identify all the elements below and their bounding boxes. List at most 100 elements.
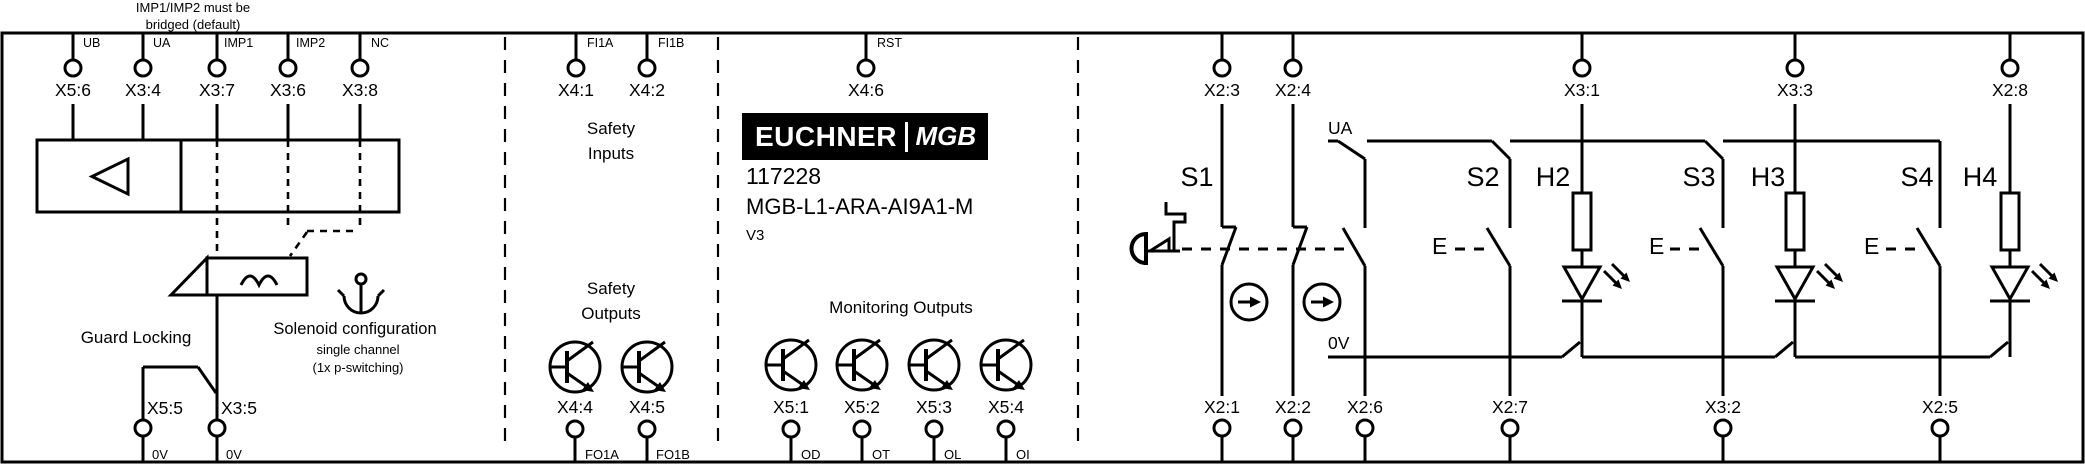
terminal-label-x4-6: X4:6	[848, 80, 884, 100]
terminal-label-x3-7: X3:7	[199, 80, 235, 100]
terminal-circle	[1283, 58, 1303, 78]
terminal-label-x5-1: X5:1	[773, 397, 809, 417]
resistor-icon	[1571, 191, 1593, 252]
terminal-circle	[133, 58, 153, 78]
door-actuator-icon	[1129, 202, 1187, 266]
terminal-circle	[1713, 418, 1733, 438]
signal-label-imp2: IMP2	[296, 36, 326, 50]
terminal-circle	[924, 419, 944, 439]
note-imp-bridge-line1: IMP1/IMP2 must be	[135, 0, 251, 15]
signal-label-rst: RST	[877, 36, 902, 50]
terminal-label-x2-2: X2:2	[1275, 397, 1311, 417]
terminal-label-x5-6: X5:6	[55, 80, 91, 100]
terminal-label-x3-5: X3:5	[221, 398, 257, 418]
terminal-label-x3-3: X3:3	[1777, 80, 1813, 100]
terminal-label-x3-4: X3:4	[125, 80, 161, 100]
logo-divider	[904, 121, 909, 152]
terminal-circle	[996, 419, 1016, 439]
signal-label-fo1b: FO1B	[656, 447, 690, 462]
terminal-circle	[1572, 58, 1592, 78]
monitoring-output-transistor-icons	[764, 338, 1033, 392]
switch-label-s1: S1	[1180, 162, 1214, 192]
flow-arrow-icons	[1229, 282, 1342, 322]
terminal-label-x5-4: X5:4	[988, 397, 1024, 417]
indicator-label-h3: H3	[1750, 162, 1786, 192]
escape-release-label-1: E	[1432, 233, 1448, 259]
escape-release-label-2: E	[1649, 233, 1665, 259]
terminal-circle	[207, 58, 227, 78]
indicator-label-h2: H2	[1535, 162, 1571, 192]
terminal-circle	[1355, 418, 1375, 438]
terminal-circle	[207, 418, 227, 438]
terminal-label-x2-1: X2:1	[1204, 397, 1240, 417]
signal-label-0v-1: 0V	[152, 447, 168, 462]
section-title-safety-inputs: Safety Inputs	[586, 119, 636, 163]
terminal-circle	[637, 419, 657, 439]
led-icon	[1989, 265, 2031, 303]
guard-locking-terminals-top	[63, 33, 370, 140]
zero-volt-rail	[1328, 340, 2009, 359]
terminal-circle	[1930, 418, 1950, 438]
door-circuit-bottom-terminals	[1212, 418, 1950, 462]
terminal-circle	[637, 58, 657, 78]
type-code: MGB-L1-ARA-AI9A1-M	[746, 194, 974, 219]
solenoid-icon	[167, 254, 309, 297]
resistor-icon	[1784, 191, 1806, 252]
escape-release-label-3: E	[1864, 233, 1880, 259]
signal-label-fo1a: FO1A	[585, 447, 619, 462]
terminal-label-x3-8: X3:8	[342, 80, 378, 100]
section-title-guard-locking: Guard Locking	[80, 328, 192, 347]
section-title-monitoring-outputs: Monitoring Outputs	[829, 298, 973, 317]
terminal-label-x2-4: X2:4	[1275, 80, 1311, 100]
solenoid-config-sub1: single channel	[316, 342, 400, 357]
signal-label-fi1a: FI1A	[587, 36, 614, 50]
indicator-h3-column	[1774, 191, 1843, 357]
terminal-circle	[852, 419, 872, 439]
signal-label-fi1b: FI1B	[658, 36, 685, 50]
terminal-label-x2-7: X2:7	[1492, 397, 1528, 417]
guard-locking-bottom-wires	[133, 295, 227, 462]
terminal-label-x4-2: X4:2	[629, 80, 665, 100]
section-title-safety-outputs: Safety Outputs	[581, 279, 641, 323]
terminal-circle	[565, 419, 585, 439]
monitoring-outputs-bottom-terminals	[781, 419, 1016, 462]
terminal-circle	[1212, 58, 1232, 78]
order-number: 117228	[746, 163, 822, 189]
led-icon	[1774, 265, 1816, 303]
signal-label-ub: UB	[83, 36, 101, 50]
terminal-label-x2-6: X2:6	[1347, 397, 1383, 417]
brand-logo: EUCHNER MGB	[742, 113, 988, 160]
terminal-label-x4-4: X4:4	[557, 397, 593, 417]
signal-label-imp1: IMP1	[224, 36, 254, 50]
safety-inputs-terminals	[566, 33, 657, 78]
signal-label-ot: OT	[872, 447, 891, 462]
signal-label-oi: OI	[1016, 447, 1030, 462]
safety-output-transistor-icons	[548, 340, 674, 394]
diagram-border	[0, 31, 2085, 464]
reader-triangle-icon	[88, 156, 130, 197]
door-switch-columns	[1341, 159, 1942, 396]
anchor-icon	[336, 272, 386, 315]
logo-brand-text: EUCHNER	[755, 120, 897, 152]
terminal-label-x3-1: X3:1	[1564, 80, 1600, 100]
terminal-circle	[350, 58, 370, 78]
terminal-circle	[1212, 418, 1232, 438]
switch-label-s4: S4	[1900, 162, 1934, 192]
terminal-circle	[133, 418, 153, 438]
impulse-dashed-wires	[215, 140, 362, 257]
signal-label-ua: UA	[153, 36, 171, 50]
rail-label-0v: 0V	[1328, 333, 1350, 353]
terminal-label-x2-3: X2:3	[1204, 80, 1240, 100]
terminal-circle	[1785, 58, 1805, 78]
door-circuit-top-terminals	[1212, 33, 2020, 227]
terminal-label-x3-2: X3:2	[1705, 397, 1741, 417]
led-icon	[1561, 265, 1603, 303]
terminal-circle	[63, 58, 83, 78]
terminal-label-x4-5: X4:5	[629, 397, 665, 417]
solenoid-config-sub2: (1x p-switching)	[312, 360, 404, 375]
terminal-circle	[278, 58, 298, 78]
indicator-h4-column	[1989, 191, 2058, 357]
indicator-h2-column	[1561, 191, 1630, 357]
terminal-circle	[1283, 418, 1303, 438]
